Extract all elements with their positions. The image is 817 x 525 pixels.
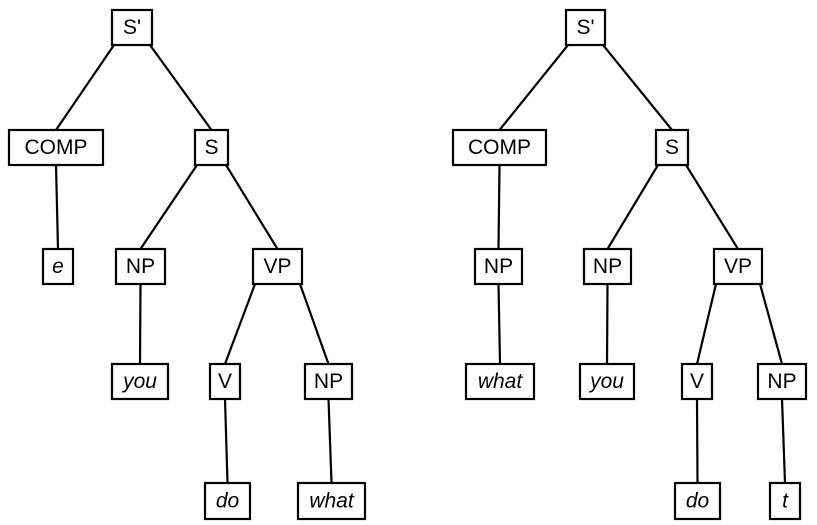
node-box xyxy=(296,481,367,521)
tree-node: e xyxy=(41,247,75,286)
node-label: V xyxy=(690,370,704,393)
node-box xyxy=(473,247,524,286)
node-label: S' xyxy=(576,16,594,39)
tree-node: S' xyxy=(110,8,154,47)
tree-edge xyxy=(601,43,674,132)
node-label: what xyxy=(309,490,355,513)
tree-node: NP xyxy=(473,247,524,286)
node-box xyxy=(303,362,354,401)
tree-node: COMP xyxy=(7,128,105,167)
node-box xyxy=(203,481,252,521)
node-label: you xyxy=(121,370,157,393)
tree-edge xyxy=(758,282,784,366)
node-label: NP xyxy=(767,370,796,393)
tree-node: VP xyxy=(712,247,764,286)
tree-node: NP xyxy=(582,247,633,286)
tree-edge xyxy=(224,163,280,251)
node-label: NP xyxy=(593,255,622,278)
tree-edge xyxy=(138,163,199,251)
tree-edge xyxy=(605,163,660,251)
node-box xyxy=(673,481,722,521)
node-box xyxy=(193,128,230,167)
node-label: you xyxy=(588,370,624,393)
tree-node: t xyxy=(768,481,802,521)
tree-node: NP xyxy=(114,247,167,286)
tree-node: VP xyxy=(251,247,304,286)
node-box xyxy=(110,362,170,401)
tree-node: V xyxy=(680,362,714,401)
node-label: do xyxy=(216,490,240,513)
tree-edge xyxy=(327,397,333,485)
tree-node: S xyxy=(193,128,230,167)
tree-edge xyxy=(605,282,609,366)
node-label: do xyxy=(686,490,710,513)
tree-node: COMP xyxy=(451,128,548,167)
node-label: e xyxy=(52,255,64,278)
tree-edge xyxy=(780,397,787,485)
tree-edge xyxy=(684,163,740,251)
tree-edge xyxy=(298,282,330,366)
node-label: S' xyxy=(123,16,141,39)
node-box xyxy=(578,362,636,401)
node-label: COMP xyxy=(468,136,531,159)
tree-node: you xyxy=(578,362,636,401)
node-box xyxy=(680,362,714,401)
node-label: S xyxy=(204,136,218,159)
tree-edge xyxy=(138,282,142,366)
tree-node: do xyxy=(203,481,252,521)
node-label: VP xyxy=(724,255,752,278)
node-label: NP xyxy=(126,255,155,278)
node-box xyxy=(114,247,167,286)
node-label: t xyxy=(782,490,789,513)
node-box xyxy=(756,362,808,401)
node-box xyxy=(208,362,242,401)
tree-node: NP xyxy=(303,362,354,401)
tree-edge xyxy=(497,163,501,251)
node-label: V xyxy=(218,370,232,393)
tree-node: do xyxy=(673,481,722,521)
tree-node: you xyxy=(110,362,170,401)
node-box xyxy=(451,128,548,167)
tree-edge xyxy=(148,43,214,132)
node-label: S xyxy=(665,136,679,159)
tree-node: NP xyxy=(756,362,808,401)
tree-edge xyxy=(223,282,257,366)
edges-layer xyxy=(54,43,787,485)
node-box xyxy=(41,247,75,286)
tree-node: what xyxy=(464,362,536,401)
tree-edge xyxy=(54,43,116,132)
node-label: COMP xyxy=(25,136,88,159)
tree-node: S' xyxy=(564,8,607,47)
node-box xyxy=(712,247,764,286)
node-box xyxy=(251,247,304,286)
node-label: VP xyxy=(263,255,291,278)
node-label: NP xyxy=(314,370,343,393)
tree-node: S xyxy=(654,128,690,167)
tree-edge xyxy=(223,397,229,485)
node-box xyxy=(582,247,633,286)
node-label: NP xyxy=(484,255,513,278)
node-box xyxy=(768,481,802,521)
tree-edge xyxy=(497,282,502,366)
tree-node: what xyxy=(296,481,367,521)
tree-node: V xyxy=(208,362,242,401)
tree-edge xyxy=(54,163,60,251)
node-box xyxy=(654,128,690,167)
tree-edge xyxy=(497,43,570,132)
tree-edge xyxy=(695,397,699,485)
node-box xyxy=(564,8,607,47)
node-label: what xyxy=(478,370,524,393)
node-box xyxy=(110,8,154,47)
node-box xyxy=(464,362,536,401)
tree-edge xyxy=(695,282,718,366)
node-box xyxy=(7,128,105,167)
